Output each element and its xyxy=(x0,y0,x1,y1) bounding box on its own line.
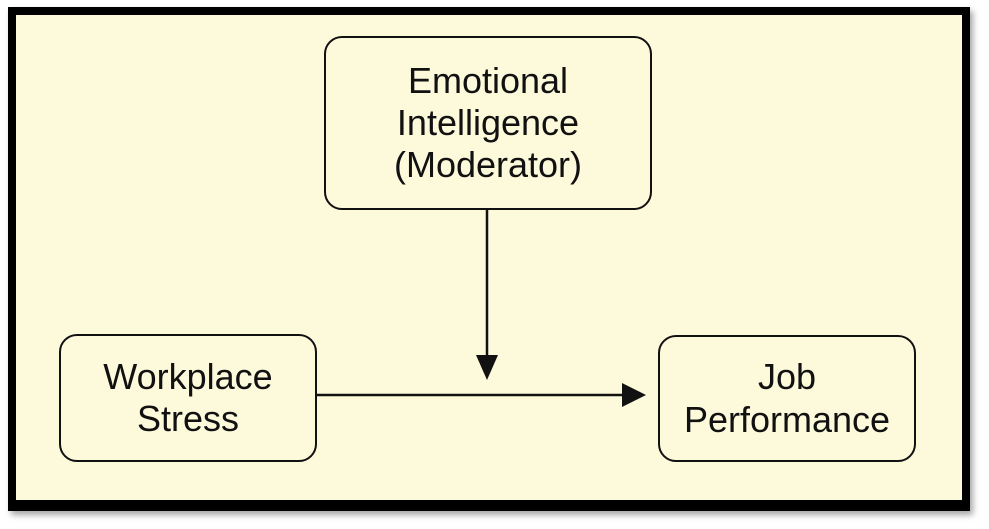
node-label: Emotional Intelligence (Moderator) xyxy=(394,60,582,186)
moderator-arrow-head xyxy=(476,355,498,380)
node-workplace-stress: Workplace Stress xyxy=(59,334,317,462)
node-label-line: Workplace xyxy=(103,355,273,397)
node-label-line: Job xyxy=(757,356,817,398)
moderator-arrow xyxy=(476,210,498,380)
node-job-performance: Job Performance xyxy=(658,335,916,462)
node-label: Workplace Stress xyxy=(103,356,272,440)
main-path-arrow-head xyxy=(622,383,646,407)
main-path-arrow xyxy=(317,383,646,407)
node-label-line: Emotional xyxy=(407,59,569,101)
node-label-line: (Moderator) xyxy=(393,144,583,186)
node-label: Job Performance xyxy=(684,356,890,440)
node-label-line: Performance xyxy=(683,398,891,440)
node-label-line: Stress xyxy=(136,398,240,439)
node-label-line: Intelligence xyxy=(396,101,580,143)
node-emotional-intelligence: Emotional Intelligence (Moderator) xyxy=(324,36,652,210)
